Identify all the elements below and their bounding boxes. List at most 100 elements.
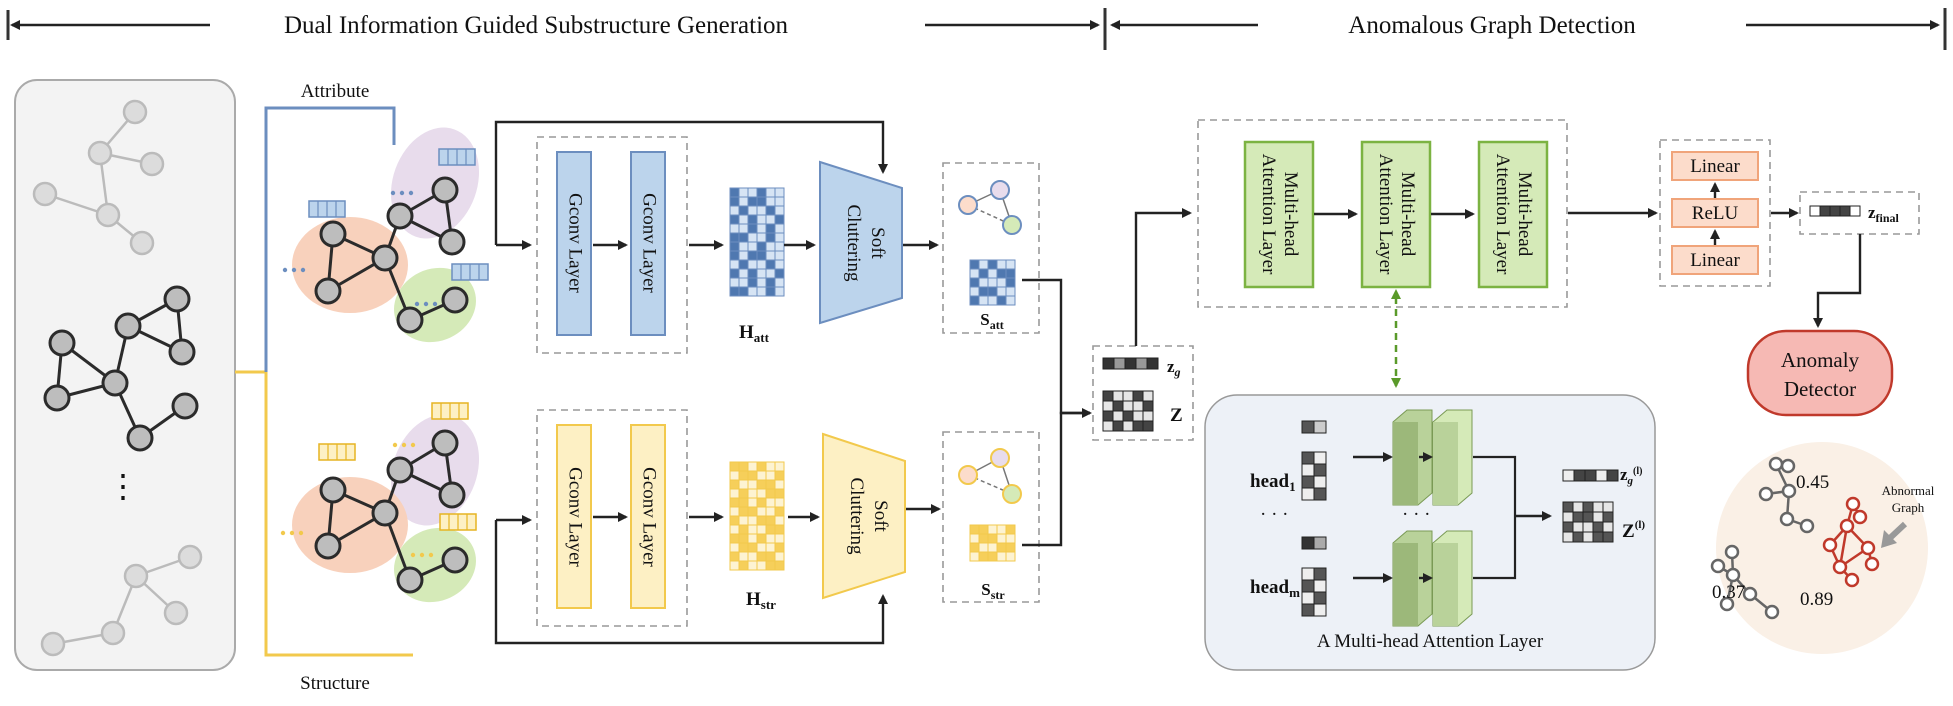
zg-cell [1124,357,1137,370]
h-str-cell [765,479,776,490]
headm-mat-cell [1301,567,1315,581]
s-str-cell [1005,533,1016,544]
head1-label: head1 [1250,471,1296,494]
h-att-cell [756,196,767,207]
h-str-cell [738,497,749,508]
s-att-cell [996,268,1007,279]
Z-l-cell [1562,501,1574,513]
s-att-cell [978,286,989,297]
h-str-cell [756,542,767,553]
z-cell [1132,390,1144,402]
h-str-cell [774,479,785,490]
h-att-cell [738,214,749,225]
more-graphs-ellipsis: ⋮ [107,468,139,504]
h-att-cell [729,196,740,207]
h-att-cell [747,214,758,225]
h-str-cell [747,470,758,481]
anomaly-detector-label-1: Anomaly [1781,348,1860,372]
s-att-cell [996,259,1007,270]
s-str-cell [978,533,989,544]
z-final-vector [1809,205,1861,217]
s-att-cell [987,286,998,297]
result-graph-normal-b [1710,544,1780,620]
z-final-cell [1849,205,1861,217]
score-c: 0.89 [1800,589,1833,610]
h-str-cell [756,533,767,544]
Z-l-cell [1572,521,1584,533]
h-att-cell [747,250,758,261]
s-str-cell [987,524,998,535]
s-att-cell [1005,286,1016,297]
h-str-cell [774,515,785,526]
h-str-cell [765,533,776,544]
h-str-cell [756,461,767,472]
h-str-cell [765,542,776,553]
h-str-cell [747,488,758,499]
h-att-cell [738,259,749,270]
h-str-cell [729,533,740,544]
Z-l-cell [1602,531,1614,543]
h-att-cell [774,250,785,261]
h-str-cell [747,551,758,562]
gconv-layer-att-1 [556,151,592,336]
h-att-cell [756,223,767,234]
h-str-cell [756,497,767,508]
s-att-block [942,162,1040,334]
h-att-cell [765,232,776,243]
gconv-block-att [536,136,688,354]
soft-clustering-att [819,160,903,325]
head1-mat-cell [1301,463,1315,477]
attention-stack: Multi-headAttention Layer Multi-headAtte… [1197,119,1658,388]
h-att-cell [774,268,785,279]
h-str-cell [747,542,758,553]
anomaly-detector: Anomaly Detector [1746,329,1894,417]
Z-l-cell [1602,521,1614,533]
abnormal-label-1: Abnormal [1882,483,1935,498]
h-att-cell [765,286,776,297]
h-att-cell [774,223,785,234]
s-str-cell [978,542,989,553]
h-str-cell [729,461,740,472]
h-str-cell [756,479,767,490]
h-att-cell [729,232,740,243]
h-str-cell [747,497,758,508]
attention-layer-3-label: Multi-headAttention Layer [1492,154,1535,275]
s-att-cell [969,277,980,288]
z-cell [1142,390,1154,402]
s-str-cell [978,551,989,562]
Z-l-cell [1562,531,1574,543]
s-att-cell [1005,295,1016,306]
attention-detail-panel: head1 headm · · · · · · zg(l) Z(l) A Mul… [1204,394,1656,671]
h-att-matrix [729,187,785,297]
Z-l-cell [1572,511,1584,523]
s-att-cell [996,295,1007,306]
anomaly-detector-label-2: Detector [1784,377,1856,401]
h-str-label: Hstr [746,589,776,612]
result-graph-normal-a [1758,456,1815,534]
h-att-cell [756,214,767,225]
h-att-cell [765,187,776,198]
head1-mat-cell [1313,475,1327,489]
h-att-cell [774,187,785,198]
branch-label-attribute: Attribute [301,81,370,102]
Z-l-cell [1592,521,1604,533]
z-cell [1142,410,1154,422]
s-att-cell [969,259,980,270]
h-att-cell [738,196,749,207]
z-label: Z [1170,405,1183,426]
Z-l-cell [1562,521,1574,533]
h-str-cell [738,551,749,562]
zg-l-cell [1606,469,1619,482]
h-att-cell [765,196,776,207]
s-str-cell [1005,542,1016,553]
h-str-matrix [729,461,785,571]
result-graph-abnormal [1822,496,1880,588]
header-left: Dual Information Guided Substructure Gen… [6,10,1100,40]
gconv-layer-att-1-label: Gconv Layer [565,193,586,293]
head-dots: · · · [1260,504,1288,525]
h-str-cell [747,524,758,535]
s-att-cell [987,277,998,288]
h-str-cell [738,542,749,553]
h-att-cell [729,214,740,225]
soft-clustering-att-label: SoftCluttering [843,204,888,282]
